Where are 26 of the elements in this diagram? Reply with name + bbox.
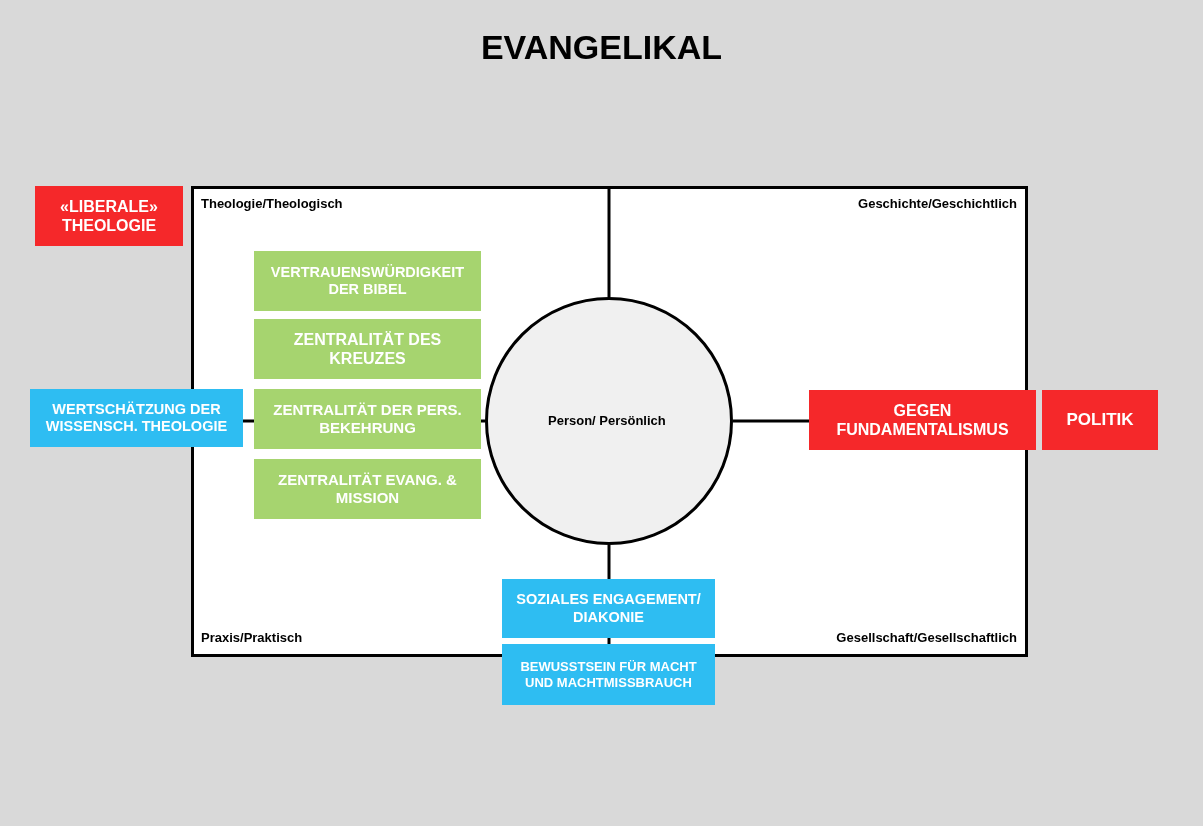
- corner-label: Gesellschaft/Gesellschaftlich: [836, 630, 1017, 645]
- text-box: [809, 390, 1036, 450]
- box-label: SOZIALES ENGAGEMENT/ DIAKONIE: [515, 591, 702, 626]
- corner-label: Praxis/Praktisch: [201, 630, 303, 645]
- text-box: [35, 186, 183, 246]
- box-label: GEGEN FUNDAMENTALISMUS: [835, 400, 1010, 440]
- corner-label: Geschichte/Geschichtlich: [858, 196, 1017, 211]
- text-box: [30, 389, 243, 447]
- box-label: BEWUSSTSEIN FÜR MACHT UND MACHTMISSBRAUCH: [519, 658, 698, 691]
- box-label: ZENTRALITÄT DES KREUZES: [292, 329, 443, 369]
- text-box: [502, 579, 715, 638]
- text-box: [254, 251, 481, 311]
- text-box: [254, 389, 481, 449]
- box-label: ZENTRALITÄT DER PERS. BEKEHRUNG: [272, 401, 463, 437]
- text-box: [254, 459, 481, 519]
- box-label: ZENTRALITÄT EVANG. & MISSION: [277, 471, 458, 507]
- corner-label: Theologie/Theologisch: [201, 196, 343, 211]
- box-label: POLITIK: [1066, 409, 1134, 431]
- box-label: VERTRAUENSWÜRDIGKEIT DER BIBEL: [269, 263, 466, 299]
- text-box: [1042, 390, 1158, 450]
- text-box: [502, 644, 715, 705]
- box-label: WERTSCHÄTZUNG DER WISSENSCH. THEOLOGIE: [44, 400, 229, 436]
- circle-label: Person/ Persönlich: [548, 413, 666, 428]
- text-box: [254, 319, 481, 379]
- diagram-title: EVANGELIKAL: [479, 28, 724, 67]
- box-label: «LIBERALE» THEOLOGIE: [59, 196, 159, 236]
